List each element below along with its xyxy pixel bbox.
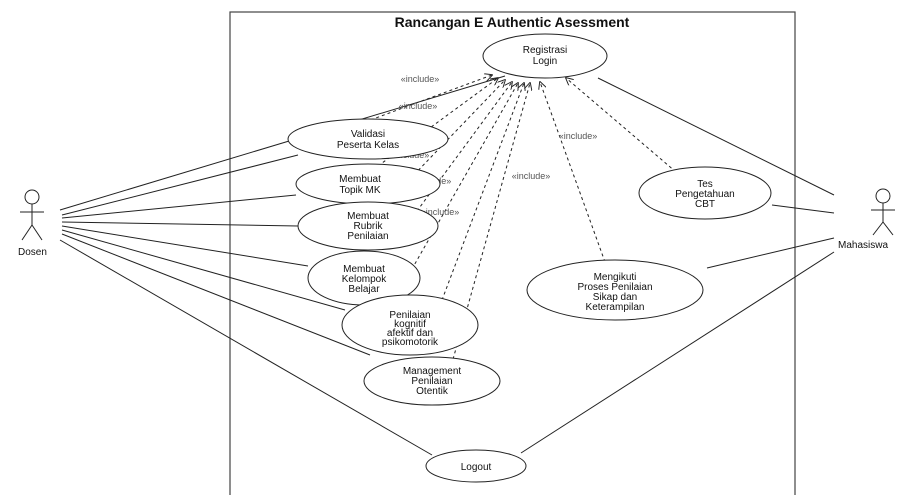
actor-head-icon [24,189,40,205]
use-case-tes-pengetahuan-cbt: Tes Pengetahuan CBT [638,166,772,220]
svg-text:Penilaian: Penilaian [389,310,430,321]
use-case-mengikuti-proses-penilaian: Mengikuti Proses Penilaian Sikap dan Ket… [526,259,704,321]
actor-head-icon [875,188,891,204]
svg-text:Sikap dan: Sikap dan [593,292,637,303]
include-label: «include» [559,131,598,141]
svg-text:Membuat: Membuat [347,211,389,222]
system-title: Rancangan E Authentic Asessment [395,14,630,30]
svg-text:Kelompok: Kelompok [342,274,387,285]
svg-text:Membuat: Membuat [343,264,385,275]
system-boundary [229,11,796,495]
use-case-membuat-topik-mk: Membuat Topik MK [295,163,441,205]
svg-text:Mengikuti: Mengikuti [594,272,637,283]
svg-text:kognitif: kognitif [394,319,426,330]
svg-text:Membuat: Membuat [339,174,381,185]
svg-text:Registrasi: Registrasi [523,45,567,56]
svg-text:CBT: CBT [695,199,715,210]
use-case-penilaian-kognitif: Penilaian kognitif afektif dan psikomoto… [341,294,479,356]
actor-mahasiswa-label: Mahasiswa [838,240,888,251]
actor-mahasiswa [871,188,895,236]
svg-text:Rubrik: Rubrik [354,221,384,232]
svg-text:Penilaian: Penilaian [411,376,452,387]
include-label: «include» [399,101,438,111]
svg-text:Pengetahuan: Pengetahuan [675,189,735,200]
use-case-logout: Logout [425,449,527,483]
actor-dosen-label: Dosen [18,247,47,258]
dosen-associations [59,75,506,456]
svg-text:Login: Login [533,56,557,67]
svg-text:Keterampilan: Keterampilan [586,302,645,313]
svg-text:Penilaian: Penilaian [347,231,388,242]
use-case-membuat-rubrik-penilaian: Membuat Rubrik Penilaian [297,201,439,251]
svg-text:Logout: Logout [461,462,492,473]
svg-text:Validasi: Validasi [351,129,385,140]
svg-text:Otentik: Otentik [416,386,449,397]
include-label: «include» [421,207,460,217]
svg-text:Topik MK: Topik MK [339,185,380,196]
svg-text:Belajar: Belajar [348,284,380,295]
use-case-management-penilaian-otentik: Management Penilaian Otentik [363,356,501,406]
use-case-membuat-kelompok-belajar: Membuat Kelompok Belajar [307,250,421,306]
use-case-registrasi-login: Registrasi Login [482,33,608,79]
actor-dosen [20,189,44,241]
svg-text:afektif dan: afektif dan [387,328,433,339]
include-label: «include» [401,74,440,84]
use-case-validasi-peserta-kelas: Validasi Peserta Kelas [287,118,449,160]
include-label: «include» [512,171,551,181]
svg-text:psikomotorik: psikomotorik [382,337,439,348]
svg-text:Tes: Tes [697,179,713,190]
mahasiswa-associations [520,77,835,454]
svg-text:Management: Management [403,366,462,377]
svg-text:Proses Penilaian: Proses Penilaian [577,282,652,293]
svg-text:Peserta Kelas: Peserta Kelas [337,140,399,151]
